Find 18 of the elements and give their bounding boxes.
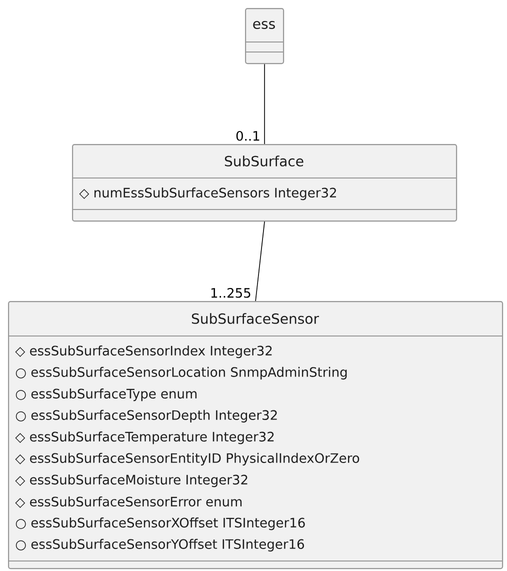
class-name: SubSurfaceSensor bbox=[192, 313, 319, 324]
multiplicity-label: 0..1 bbox=[236, 130, 260, 141]
attribute-text: ○ essSubSurfaceSensorLocation SnmpAdminString bbox=[16, 366, 347, 380]
class-name: SubSurface bbox=[224, 156, 304, 166]
attribute-text: ◇ essSubSurfaceTemperature Integer32 bbox=[15, 432, 274, 444]
attribute-text: ◇ essSubSurfaceMoisture Integer32 bbox=[15, 474, 248, 488]
attribute-text: ◇ essSubSurfaceSensorIndex Integer32 bbox=[15, 346, 272, 358]
association-line bbox=[264, 64, 265, 144]
attribute-text: ○ essSubSurfaceSensorYOffset ITSInteger16 bbox=[16, 538, 304, 552]
class-name: ess bbox=[253, 20, 275, 30]
multiplicity-label: 1..255 bbox=[211, 288, 250, 298]
attribute-text: ◇ essSubSurfaceSensorEntityID PhysicalIndexOrZero bbox=[15, 452, 360, 466]
attribute-text: ○ essSubSurfaceSensorDepth Integer32 bbox=[16, 410, 277, 422]
attribute-text: ○ essSubSurfaceType enum bbox=[16, 388, 197, 402]
association-line bbox=[255, 221, 265, 302]
attribute-text: ◇ numEssSubSurfaceSensors Integer32 bbox=[79, 188, 336, 200]
attribute-text: ○ essSubSurfaceSensorXOffset ITSInteger16 bbox=[16, 518, 305, 530]
attribute-text: ◇ essSubSurfaceSensorError enum bbox=[15, 496, 242, 508]
